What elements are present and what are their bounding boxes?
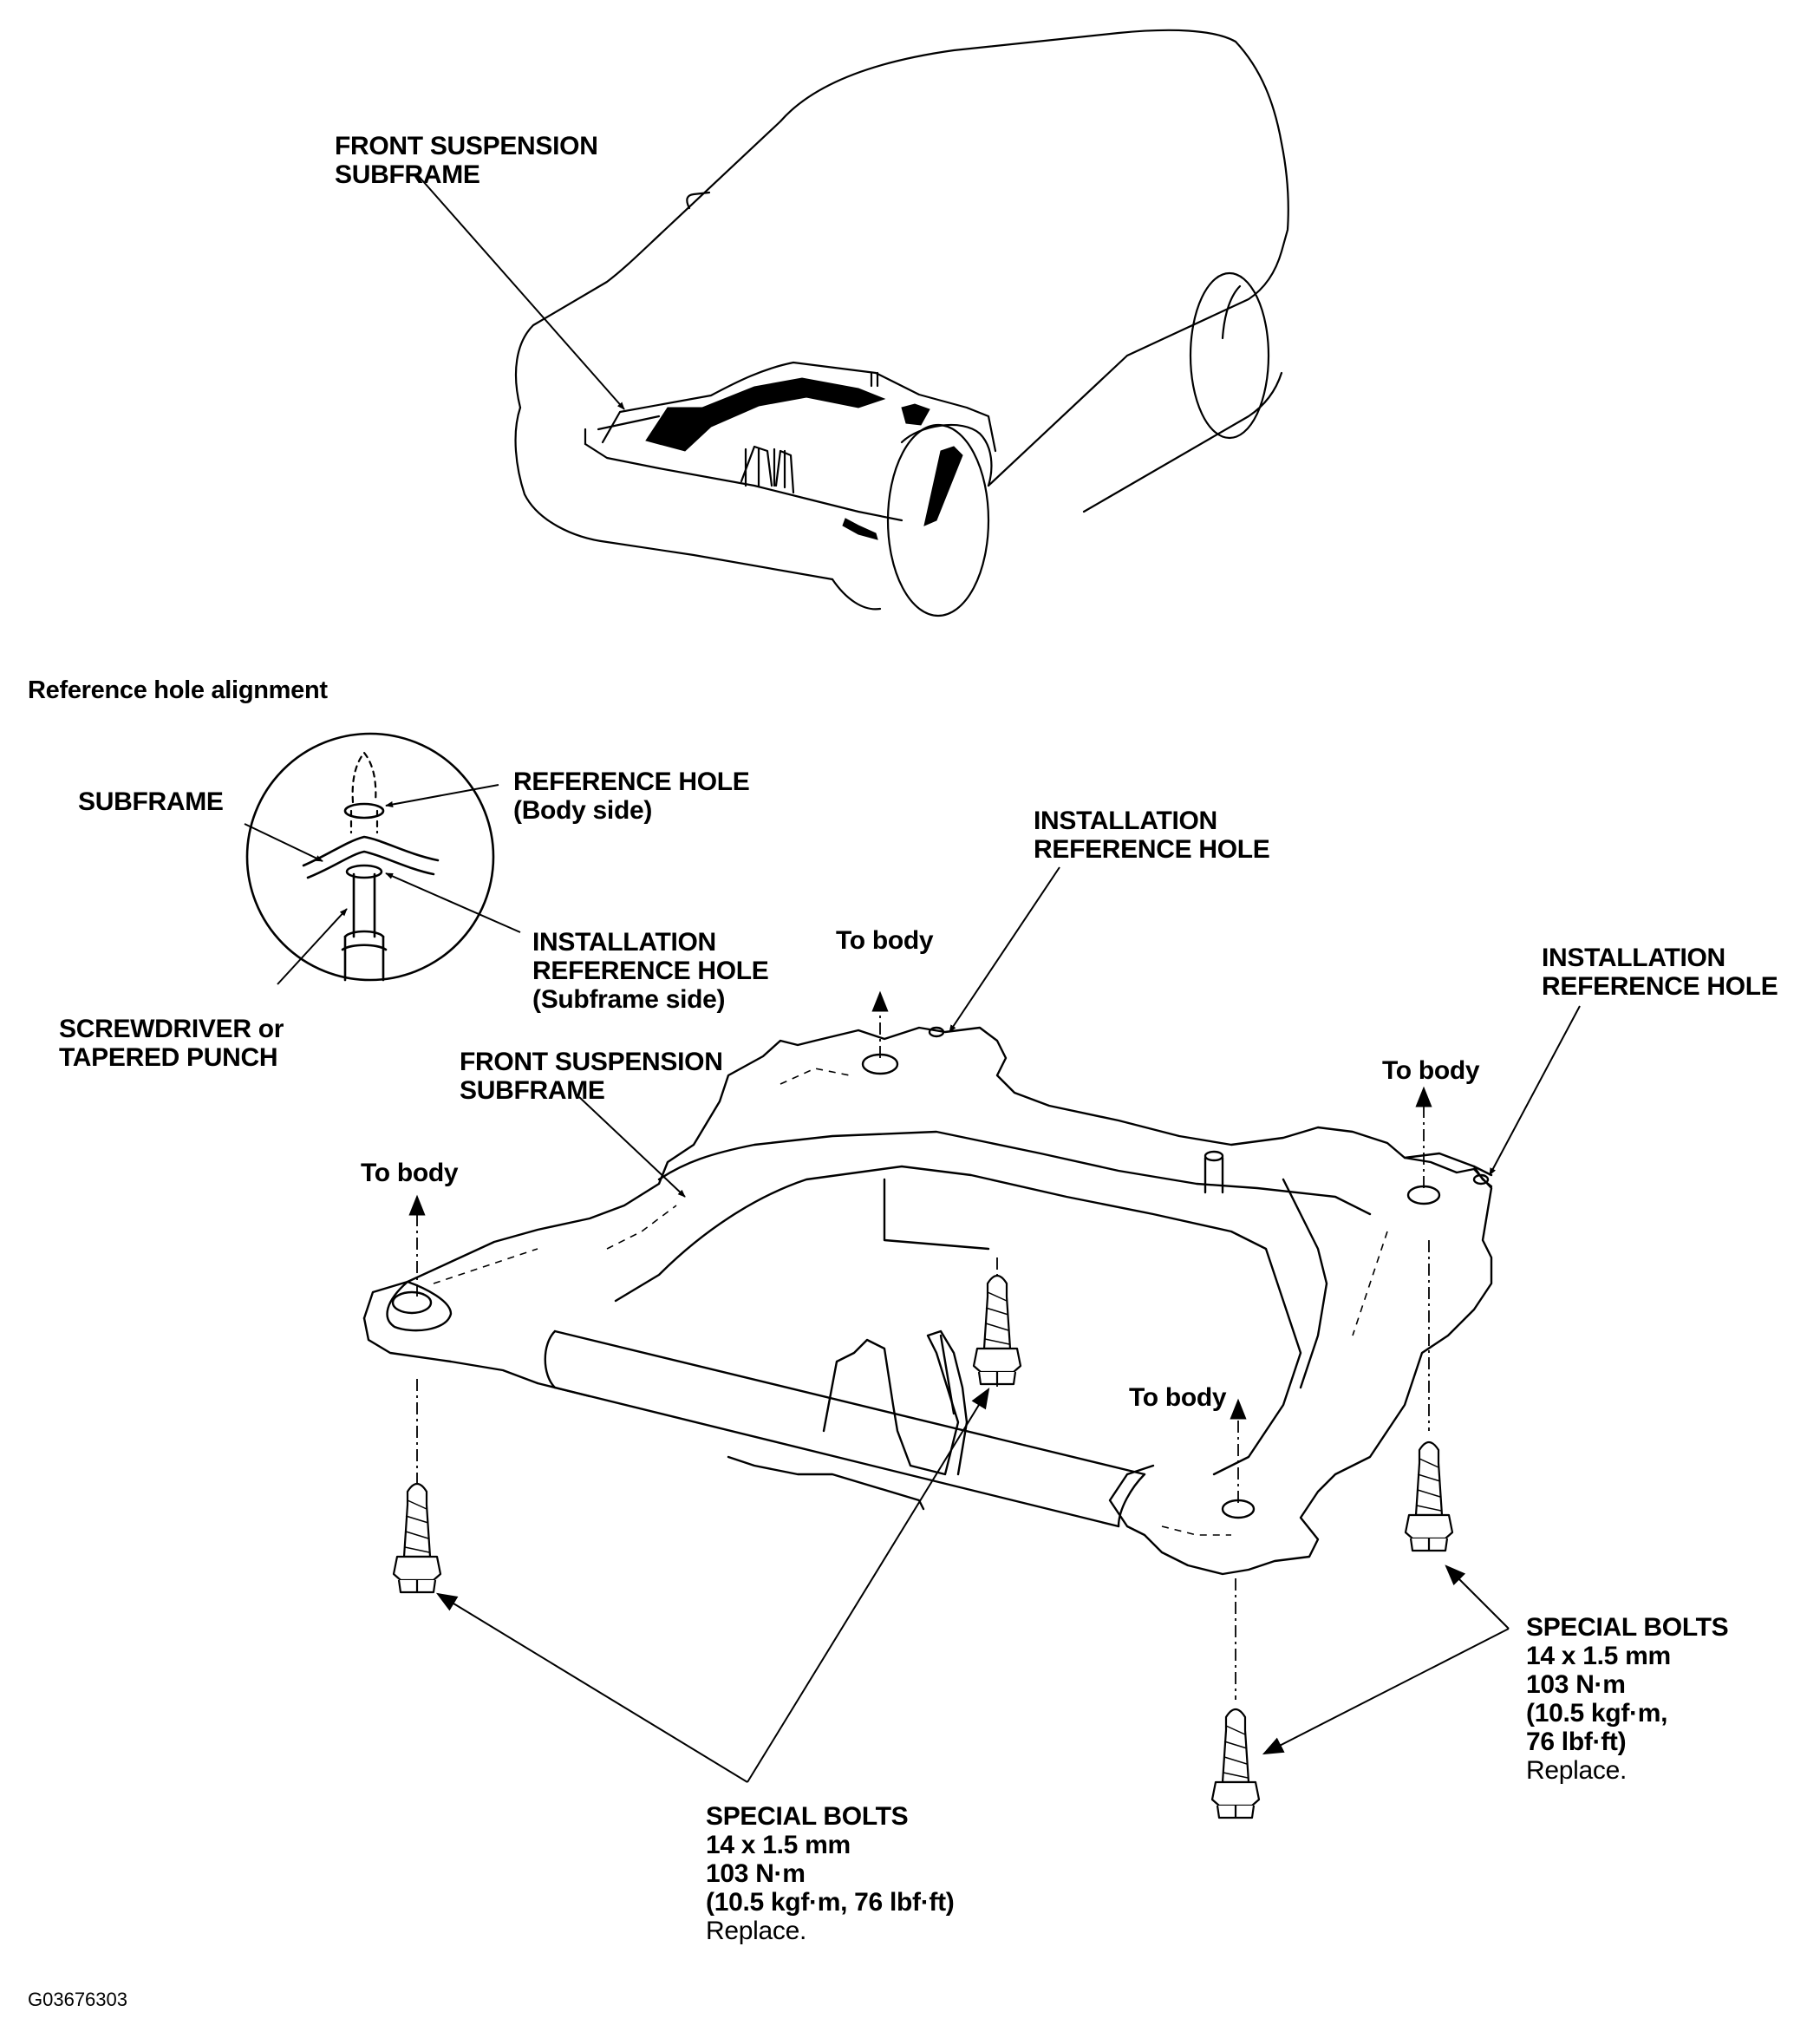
vehicle-subframe-highlight	[645, 377, 963, 540]
leader-subframe-top	[415, 173, 625, 410]
label-special-bolts-bottom-size: 14 x 1.5 mm	[706, 1831, 851, 1859]
label-to-body-center: To body	[836, 926, 934, 955]
label-special-bolts-right-torque-alt2: 76 lbf·ft)	[1526, 1728, 1627, 1756]
bolt-axes	[416, 1240, 1430, 1700]
leader-subframe-detail	[244, 823, 323, 862]
leader-bolts-bottom-center	[747, 1387, 990, 1783]
label-special-bolts-right-size: 14 x 1.5 mm	[1526, 1642, 1671, 1670]
label-install-ref-center-line2: REFERENCE HOLE	[1034, 835, 1270, 864]
label-special-bolts-bottom: SPECIAL BOLTS 14 x 1.5 mm 103 N·m (10.5 …	[706, 1802, 955, 1945]
leader-bolts-bottom-left	[435, 1592, 748, 1783]
bolt-center	[972, 1274, 1022, 1386]
leader-install-ref-center	[949, 866, 1060, 1033]
label-reference-hole-body: REFERENCE HOLE (Body side)	[513, 768, 750, 825]
label-screwdriver-line1: SCREWDRIVER or	[59, 1015, 284, 1043]
label-install-ref-subframe-line2: REFERENCE HOLE	[532, 957, 769, 985]
bolt-left-front	[392, 1482, 442, 1594]
subframe-hidden-lines	[433, 1068, 1388, 1536]
label-subframe-top-line2: SUBFRAME	[335, 160, 480, 189]
label-install-ref-subframe-line3: (Subframe side)	[532, 985, 726, 1014]
leader-screwdriver	[277, 908, 348, 985]
label-subframe-detail: SUBFRAME	[78, 787, 224, 816]
label-screwdriver: SCREWDRIVER or TAPERED PUNCH	[59, 1015, 284, 1072]
leader-reference-hole-body	[385, 784, 499, 808]
label-special-bolts-bottom-name: SPECIAL BOLTS	[706, 1802, 909, 1831]
leader-bolts-right-upper	[1445, 1564, 1510, 1630]
label-to-body-right: To body	[1382, 1056, 1480, 1085]
label-screwdriver-line2: TAPERED PUNCH	[59, 1043, 278, 1072]
label-reference-hole-line1: REFERENCE HOLE	[513, 768, 750, 796]
label-subframe-top-line1: FRONT SUSPENSION	[335, 132, 598, 160]
figure-code: G03676303	[28, 1989, 127, 2010]
leader-install-ref-subframe	[385, 872, 521, 933]
bolt-right-front	[1210, 1708, 1261, 1819]
reference-hole-detail	[245, 732, 495, 982]
leader-subframe-main	[578, 1096, 686, 1198]
leader-install-ref-right	[1489, 1005, 1581, 1176]
subframe-illustration	[362, 1026, 1493, 1576]
label-subframe-top: FRONT SUSPENSION SUBFRAME	[335, 132, 598, 189]
label-subframe-main-line1: FRONT SUSPENSION	[460, 1048, 723, 1076]
label-install-ref-hole-subframe: INSTALLATION REFERENCE HOLE (Subframe si…	[532, 928, 769, 1014]
label-special-bolts-right-torque: 103 N·m	[1526, 1670, 1626, 1699]
label-reference-hole-line2: (Body side)	[513, 796, 653, 825]
label-install-ref-hole-center: INSTALLATION REFERENCE HOLE	[1034, 807, 1270, 864]
label-install-ref-center-line1: INSTALLATION	[1034, 807, 1217, 835]
bolt-right-rear	[1404, 1440, 1454, 1552]
label-install-ref-right-line1: INSTALLATION	[1542, 944, 1725, 972]
vehicle-illustration	[514, 29, 1289, 617]
label-special-bolts-right: SPECIAL BOLTS 14 x 1.5 mm 103 N·m (10.5 …	[1526, 1613, 1729, 1785]
label-special-bolts-right-note: Replace.	[1526, 1756, 1628, 1785]
label-special-bolts-bottom-torque-alt: (10.5 kgf·m, 76 lbf·ft)	[706, 1888, 955, 1917]
section-title-reference-hole-alignment: Reference hole alignment	[28, 676, 328, 704]
label-install-ref-right-line2: REFERENCE HOLE	[1542, 972, 1778, 1001]
to-body-arrows	[408, 990, 1432, 1503]
label-special-bolts-right-torque-alt1: (10.5 kgf·m,	[1526, 1699, 1668, 1728]
label-special-bolts-right-name: SPECIAL BOLTS	[1526, 1613, 1729, 1642]
leader-bolts-right-lower	[1262, 1628, 1510, 1755]
label-special-bolts-bottom-note: Replace.	[706, 1917, 807, 1945]
label-subframe-main: FRONT SUSPENSION SUBFRAME	[460, 1048, 723, 1105]
label-subframe-main-line2: SUBFRAME	[460, 1076, 605, 1105]
label-install-ref-hole-right: INSTALLATION REFERENCE HOLE	[1542, 944, 1778, 1001]
label-install-ref-subframe-line1: INSTALLATION	[532, 928, 716, 957]
label-special-bolts-bottom-torque: 103 N·m	[706, 1859, 806, 1888]
label-to-body-left: To body	[361, 1159, 459, 1187]
label-to-body-front-right: To body	[1129, 1383, 1227, 1412]
